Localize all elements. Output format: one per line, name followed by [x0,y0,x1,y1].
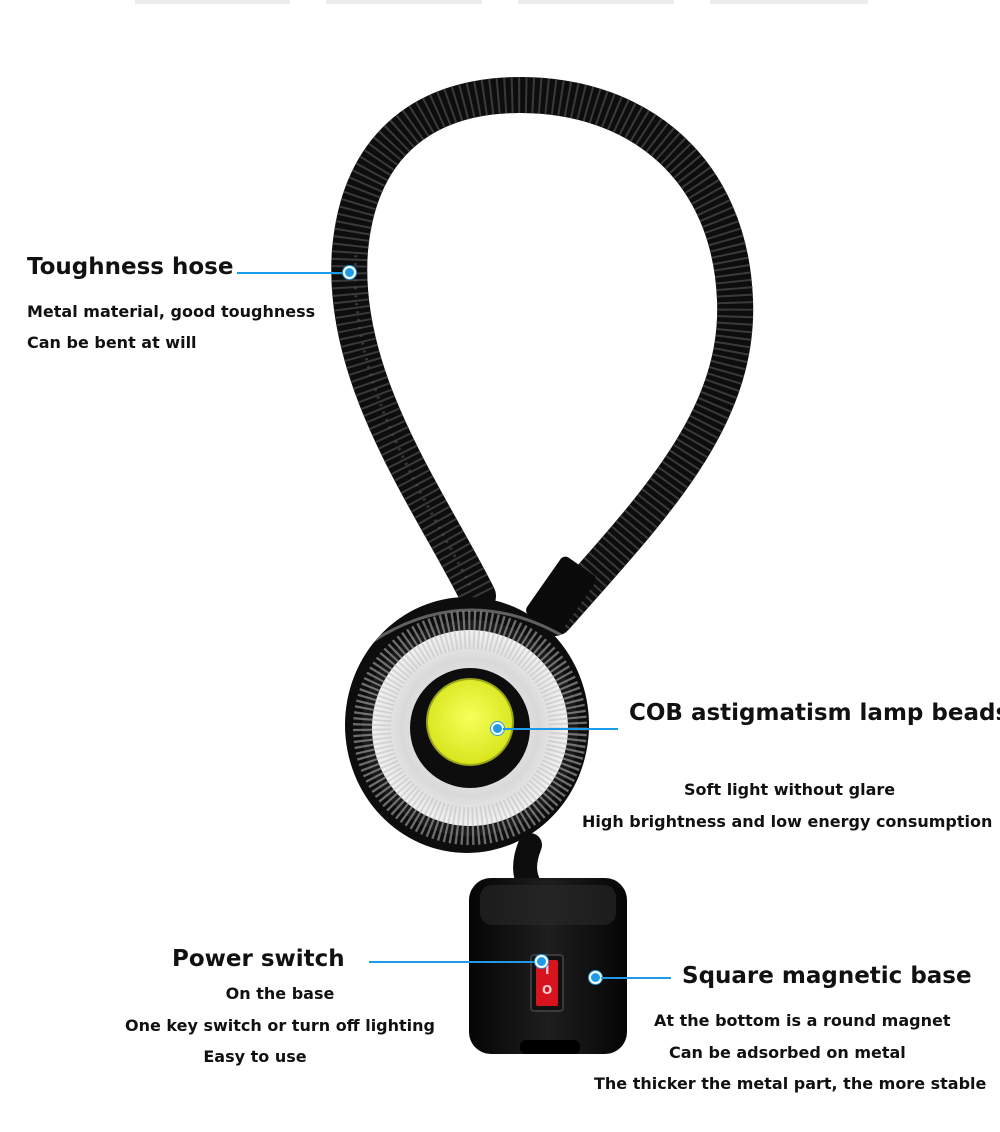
top-divider [326,0,482,4]
hose-callout-line: Metal material, good toughness [27,302,316,321]
beads-leader-line [503,728,618,730]
lamp-head [345,597,589,853]
magnetic-base [469,878,627,1054]
base-callout-line: Can be adsorbed on metal [669,1043,906,1062]
top-divider [710,0,868,4]
switch-callout-line: One key switch or turn off lighting [124,1016,435,1035]
beads-callout-title: COB astigmatism lamp beads [629,700,1000,726]
base-callout-title: Square magnetic base [682,963,972,989]
gooseneck-hose [331,76,754,636]
switch-leader-line [369,961,539,963]
switch-callout-line: On the base [225,984,335,1003]
base-callout-line: The thicker the metal part, the more sta… [594,1074,987,1093]
hose-callout-title: Toughness hose [27,254,234,280]
hose-callout-line: Can be bent at will [27,333,197,352]
top-divider [518,0,674,4]
switch-callout-line: Easy to use [203,1047,307,1066]
switch-callout-title: Power switch [172,946,345,972]
beads-callout-line: Soft light without glare [684,780,896,799]
switch-off-symbol: O [542,983,553,997]
switch-on-symbol: I [545,963,550,977]
base-leader-line [601,977,671,979]
beads-callout-line: High brightness and low energy consumpti… [582,812,993,831]
base-callout-line: At the bottom is a round magnet [654,1011,951,1030]
top-divider [135,0,290,4]
hose-leader-line [237,272,349,274]
hose-leader-dot [343,266,356,279]
switch-leader-dot [535,955,548,968]
